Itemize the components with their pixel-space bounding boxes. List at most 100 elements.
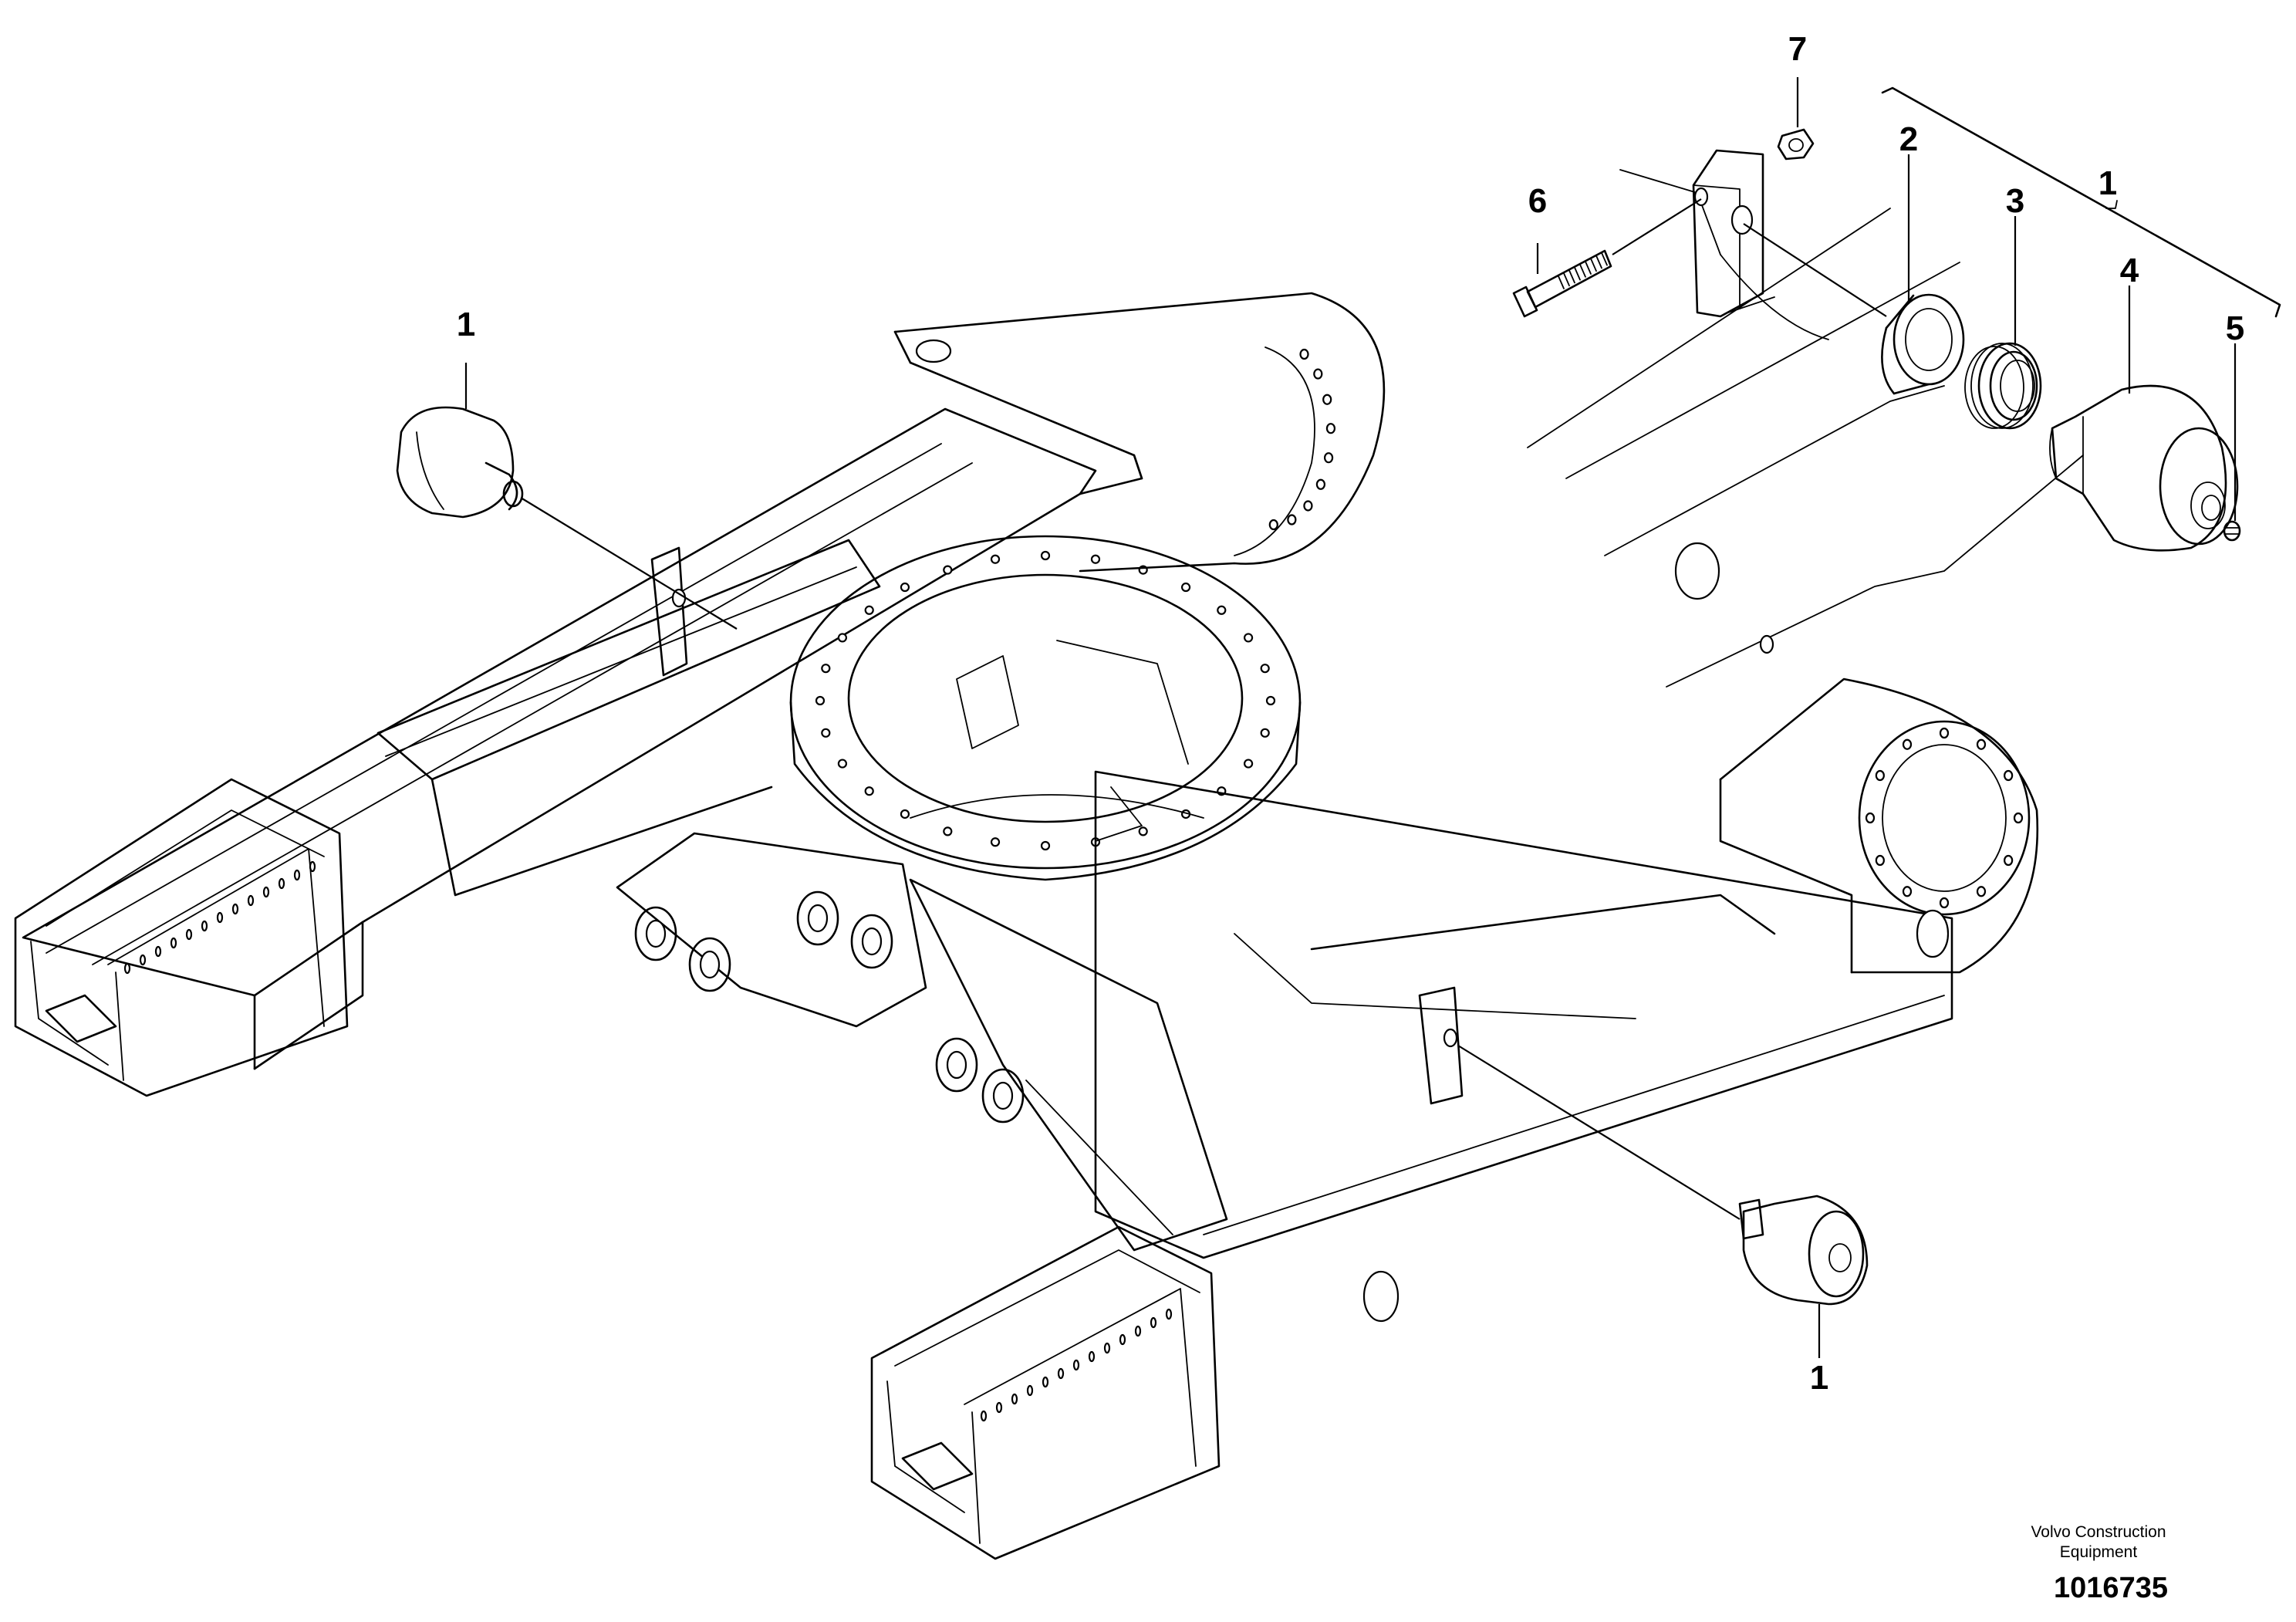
part-grease-nipple	[2223, 520, 2241, 542]
frame-hole	[861, 927, 883, 956]
frame-hole	[1902, 738, 1913, 750]
frame-hole	[864, 786, 874, 796]
footer: Volvo Construction Equipment 1016735	[2031, 1523, 2168, 1604]
part-nut	[1777, 128, 1815, 161]
frame-detail-section	[1527, 149, 2084, 688]
frame-hole	[1325, 423, 1336, 434]
frame-hole	[995, 1401, 1003, 1414]
frame-hole	[1865, 812, 1876, 824]
callout-2-bushing: 2	[1899, 120, 1918, 158]
frame-hole	[1026, 1384, 1034, 1397]
frame-hole	[231, 903, 239, 915]
frame-hole	[170, 937, 177, 949]
frame-hole	[1072, 1359, 1080, 1371]
frame-hole	[1322, 394, 1332, 405]
frame-hole	[247, 894, 255, 907]
detail-line	[1585, 261, 1592, 275]
frame-hole	[992, 1081, 1014, 1110]
callout-labels: 1 1 1 2 3 4 5 6 7	[457, 30, 2244, 1397]
frame-hole	[262, 886, 270, 898]
frame-hole	[1217, 605, 1227, 615]
frame-hole	[815, 695, 826, 706]
credit-line-2: Equipment	[2060, 1543, 2138, 1561]
frame-hole	[1902, 886, 1913, 897]
frame-hole	[1243, 633, 1254, 643]
frame-hole	[1875, 769, 1885, 782]
frame-hole	[943, 826, 953, 836]
frame-hole	[1057, 1367, 1065, 1380]
frame-hole	[1299, 348, 1309, 360]
frame-hole	[900, 582, 910, 593]
frame-hole	[1260, 664, 1270, 674]
part-bolt	[1512, 249, 1612, 318]
credit-line-1: Volvo Construction	[2031, 1523, 2166, 1541]
frame-hole	[699, 950, 721, 979]
frame-hole	[990, 554, 1001, 564]
frame-hole	[943, 565, 953, 575]
callout-4-roller: 4	[2120, 252, 2139, 289]
frame-hole	[278, 877, 285, 890]
frame-hole	[981, 1068, 1025, 1124]
callout-1-roller-kit: 1	[2098, 164, 2117, 202]
frame-hole	[201, 920, 208, 932]
frame-hole	[821, 664, 831, 674]
frame-hole	[185, 928, 193, 941]
detail-line	[1579, 263, 1586, 278]
frame-hole	[688, 937, 731, 992]
frame-hole	[2013, 812, 2024, 824]
frame-hole	[1875, 854, 1885, 867]
frame-hole	[1042, 1376, 1049, 1388]
frame-hole	[990, 837, 1001, 847]
frame-hole	[935, 1037, 978, 1093]
document-number: 1016735	[2054, 1572, 2168, 1604]
frame-hole	[216, 911, 224, 924]
part-roller-bottom	[1738, 1195, 1869, 1306]
detail-line	[1563, 272, 1570, 287]
part-roller-exploded	[2049, 384, 2239, 552]
callout-5-grease-nipple: 5	[2226, 309, 2244, 347]
frame-hole	[946, 1050, 967, 1080]
detail-line	[1590, 258, 1597, 272]
part-roller-left	[396, 406, 524, 519]
frame-hole	[309, 860, 316, 873]
frame-hole	[154, 945, 162, 958]
frame-hole	[1040, 840, 1051, 851]
undercarriage-frame	[14, 292, 2039, 1560]
frame-hole	[1103, 1342, 1111, 1354]
frame-hole	[1090, 554, 1101, 564]
frame-hole	[807, 904, 829, 933]
callout-6-bolt: 6	[1528, 182, 1547, 220]
frame-hole	[1134, 1325, 1142, 1337]
callout-1-left-roller: 1	[457, 306, 475, 343]
frame-hole	[1303, 500, 1313, 512]
frame-hole	[837, 759, 848, 769]
frame-hole	[864, 605, 874, 615]
frame-hole	[123, 962, 131, 975]
frame-hole	[1040, 550, 1051, 561]
frame-hole	[2004, 854, 2014, 867]
frame-hole	[1939, 897, 1950, 909]
frame-hole	[1138, 826, 1148, 836]
frame-hole	[1268, 519, 1278, 531]
detail-line	[1558, 275, 1565, 289]
detail-line	[1601, 252, 1608, 266]
frame-hole	[1313, 368, 1323, 380]
frame-hole	[1939, 727, 1950, 739]
detail-line	[1568, 269, 1575, 284]
detail-line	[1574, 266, 1581, 281]
frame-hole	[980, 1410, 988, 1422]
frame-hole	[796, 890, 839, 946]
frame-hole	[2004, 769, 2014, 782]
callout-3-seal-ring: 3	[2006, 182, 2024, 220]
frame-hole	[900, 809, 910, 819]
frame-hole	[1150, 1316, 1157, 1329]
frame-hole	[1165, 1308, 1173, 1320]
frame-hole	[850, 914, 893, 969]
frame-hole	[645, 919, 667, 948]
leader-lines	[464, 77, 2281, 1358]
frame-hole	[1119, 1333, 1126, 1346]
frame-hole	[1315, 478, 1326, 490]
frame-hole	[1323, 452, 1334, 464]
frame-hole	[1243, 759, 1254, 769]
